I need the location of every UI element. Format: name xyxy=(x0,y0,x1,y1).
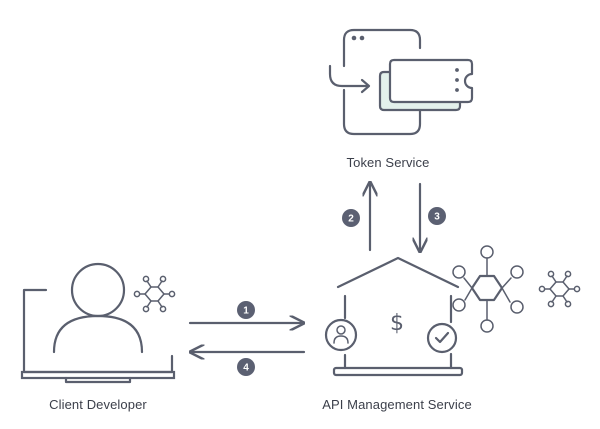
client-developer-icon xyxy=(20,262,176,384)
token-service-label: Token Service xyxy=(346,155,430,170)
step-badge-3: 3 xyxy=(428,207,446,225)
step-badge-2: 2 xyxy=(342,209,360,227)
api-management-icon: $ xyxy=(332,256,464,377)
network-icon-extra xyxy=(538,270,581,308)
svg-text:4: 4 xyxy=(243,363,249,374)
network-icon-api xyxy=(452,245,524,333)
svg-text:3: 3 xyxy=(434,212,440,223)
client-developer-label: Client Developer xyxy=(49,397,147,412)
step-badge-1: 1 xyxy=(237,301,255,319)
api-management-service-label: API Management Service xyxy=(322,397,472,412)
check-icon xyxy=(426,322,458,354)
svg-text:2: 2 xyxy=(348,214,354,225)
user-icon xyxy=(324,318,358,352)
step-badge-4: 4 xyxy=(237,358,255,376)
currency-symbol: $ xyxy=(390,311,404,336)
token-icon xyxy=(328,28,474,136)
network-icon-client xyxy=(133,275,176,313)
svg-text:1: 1 xyxy=(243,306,249,317)
